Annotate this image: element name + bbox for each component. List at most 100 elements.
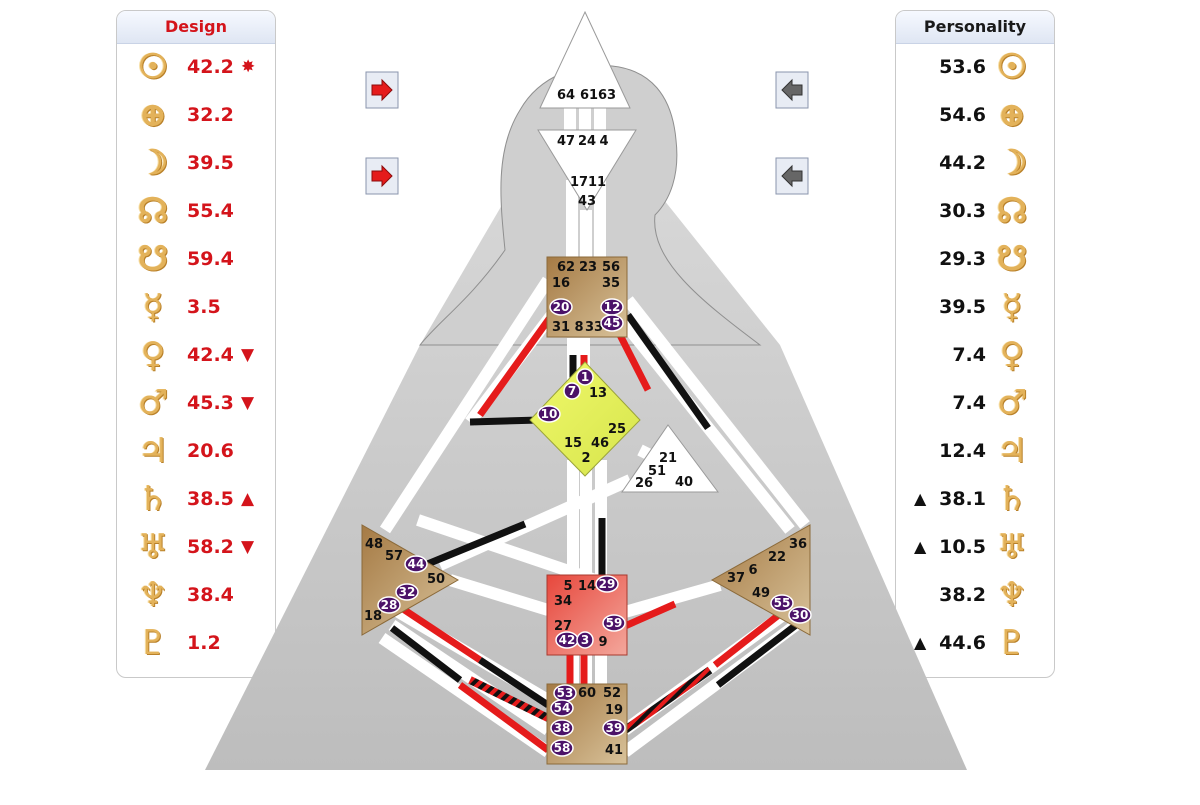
gate-label: 8 (574, 320, 583, 335)
activation-value: 7.4 (952, 344, 986, 366)
gate-highlight-badge (550, 699, 574, 717)
gate-label: 10 (541, 407, 558, 421)
personality-panel: Personality ☉53.6⊕54.6☽44.2☊30.3☋29.3☿39… (895, 10, 1055, 678)
gate-label: 59 (606, 616, 623, 630)
personality-row: ♄38.1▲ (896, 477, 1054, 521)
gray-arrow-left-icon (781, 78, 803, 102)
design-row: ☿3.5 (117, 285, 275, 329)
planet-glyph-icon: ♅ (996, 527, 1028, 567)
planet-glyph-icon: ♂ (137, 383, 169, 423)
gate-label: 53 (557, 686, 574, 700)
gate-label: 22 (768, 550, 786, 565)
gate-highlight-badge (576, 368, 594, 386)
activation-value: 29.3 (939, 248, 986, 270)
gate-label: 3 (581, 633, 589, 647)
personality-prev-button-2[interactable] (775, 157, 809, 195)
gate-highlight-badge (377, 596, 401, 614)
design-next-button-1[interactable] (365, 71, 399, 109)
gate-label: 16 (552, 276, 570, 291)
planet-glyph-icon: ☉ (137, 47, 169, 87)
gate-label: 19 (605, 703, 623, 718)
fixing-mark: ✸ (241, 57, 256, 77)
planet-glyph-icon: ☋ (996, 239, 1028, 279)
design-row: ♇1.2 (117, 621, 275, 665)
personality-row: ♀7.4 (896, 333, 1054, 377)
personality-row: ♅10.5▲ (896, 525, 1054, 569)
head-center (539, 10, 631, 109)
gate-label: 6 (748, 563, 757, 578)
gate-label: 31 (552, 320, 570, 335)
gate-label: 47 (557, 134, 575, 149)
personality-row: ♆38.2 (896, 573, 1054, 617)
gate-label: 14 (578, 579, 596, 594)
fixing-mark: ▼ (241, 537, 255, 557)
planet-glyph-icon: ♃ (996, 431, 1028, 471)
personality-row: ⊕54.6 (896, 93, 1054, 137)
gate-label: 30 (792, 608, 809, 622)
activation-value: 1.2 (187, 632, 221, 654)
personality-row: ☽44.2 (896, 141, 1054, 185)
gate-label: 21 (659, 451, 677, 466)
activation-value: 54.6 (939, 104, 986, 126)
gate-label: 52 (603, 686, 621, 701)
gate-label: 28 (381, 598, 398, 612)
planet-glyph-icon: ⊕ (138, 95, 168, 135)
personality-row: ♇44.6▲ (896, 621, 1054, 665)
gate-highlight-badge (600, 314, 624, 332)
gate-label: 44 (408, 557, 425, 571)
activation-value: 39.5 (939, 296, 986, 318)
gate-label: 9 (598, 635, 607, 650)
activation-value: 38.4 (187, 584, 234, 606)
gate-highlight-badge (395, 583, 419, 601)
activation-value: 44.2 (939, 152, 986, 174)
gate-label: 27 (554, 619, 572, 634)
gate-label: 17 (570, 175, 588, 190)
design-next-button-2[interactable] (365, 157, 399, 195)
fixing-mark: ▲ (241, 489, 255, 509)
gate-label: 34 (554, 594, 572, 609)
gate-label: 25 (608, 422, 626, 437)
design-row: ⊕32.2 (117, 93, 275, 137)
activation-value: 38.2 (939, 584, 986, 606)
activation-value: 38.1 (939, 488, 986, 510)
design-row: ♆38.4 (117, 573, 275, 617)
gate-label: 24 (578, 134, 596, 149)
gate-label: 48 (365, 537, 383, 552)
gate-label: 41 (605, 743, 623, 758)
heart-center (621, 424, 719, 493)
gate-label: 4 (599, 134, 608, 149)
gate-label: 11 (588, 175, 606, 190)
personality-row: ♃ 12.4 (896, 429, 1054, 473)
gate-highlight-badge (404, 555, 428, 573)
gate-label: 1 (581, 370, 589, 384)
design-row: ♃20.6 (117, 429, 275, 473)
personality-prev-button-1[interactable] (775, 71, 809, 109)
activation-value: 55.4 (187, 200, 234, 222)
personality-row: ☿39.5 (896, 285, 1054, 329)
gate-label: 2 (581, 451, 590, 466)
gate-highlight-badge (602, 719, 626, 737)
gate-label: 7 (568, 384, 576, 398)
gate-label: 60 (578, 686, 596, 701)
planet-glyph-icon: ☿ (142, 287, 164, 327)
design-row: ☉42.2✸ (117, 45, 275, 89)
gate-highlight-badge (602, 614, 626, 632)
planet-glyph-icon: ♃ (137, 431, 169, 471)
activation-value: 39.5 (187, 152, 234, 174)
planet-glyph-icon: ♄ (137, 479, 169, 519)
red-arrow-right-icon (371, 78, 393, 102)
activation-value: 38.5 (187, 488, 234, 510)
design-row: ♂45.3▼ (117, 381, 275, 425)
planet-glyph-icon: ☊ (996, 191, 1028, 231)
gate-label: 36 (789, 537, 807, 552)
gate-label: 50 (427, 572, 445, 587)
gate-label: 37 (727, 571, 745, 586)
gate-label: 58 (554, 741, 571, 755)
activation-value: 12.4 (939, 440, 986, 462)
activation-value: 45.3 (187, 392, 234, 414)
g-center (529, 361, 641, 477)
gate-label: 61 (580, 88, 598, 103)
gate-label: 51 (648, 464, 666, 479)
